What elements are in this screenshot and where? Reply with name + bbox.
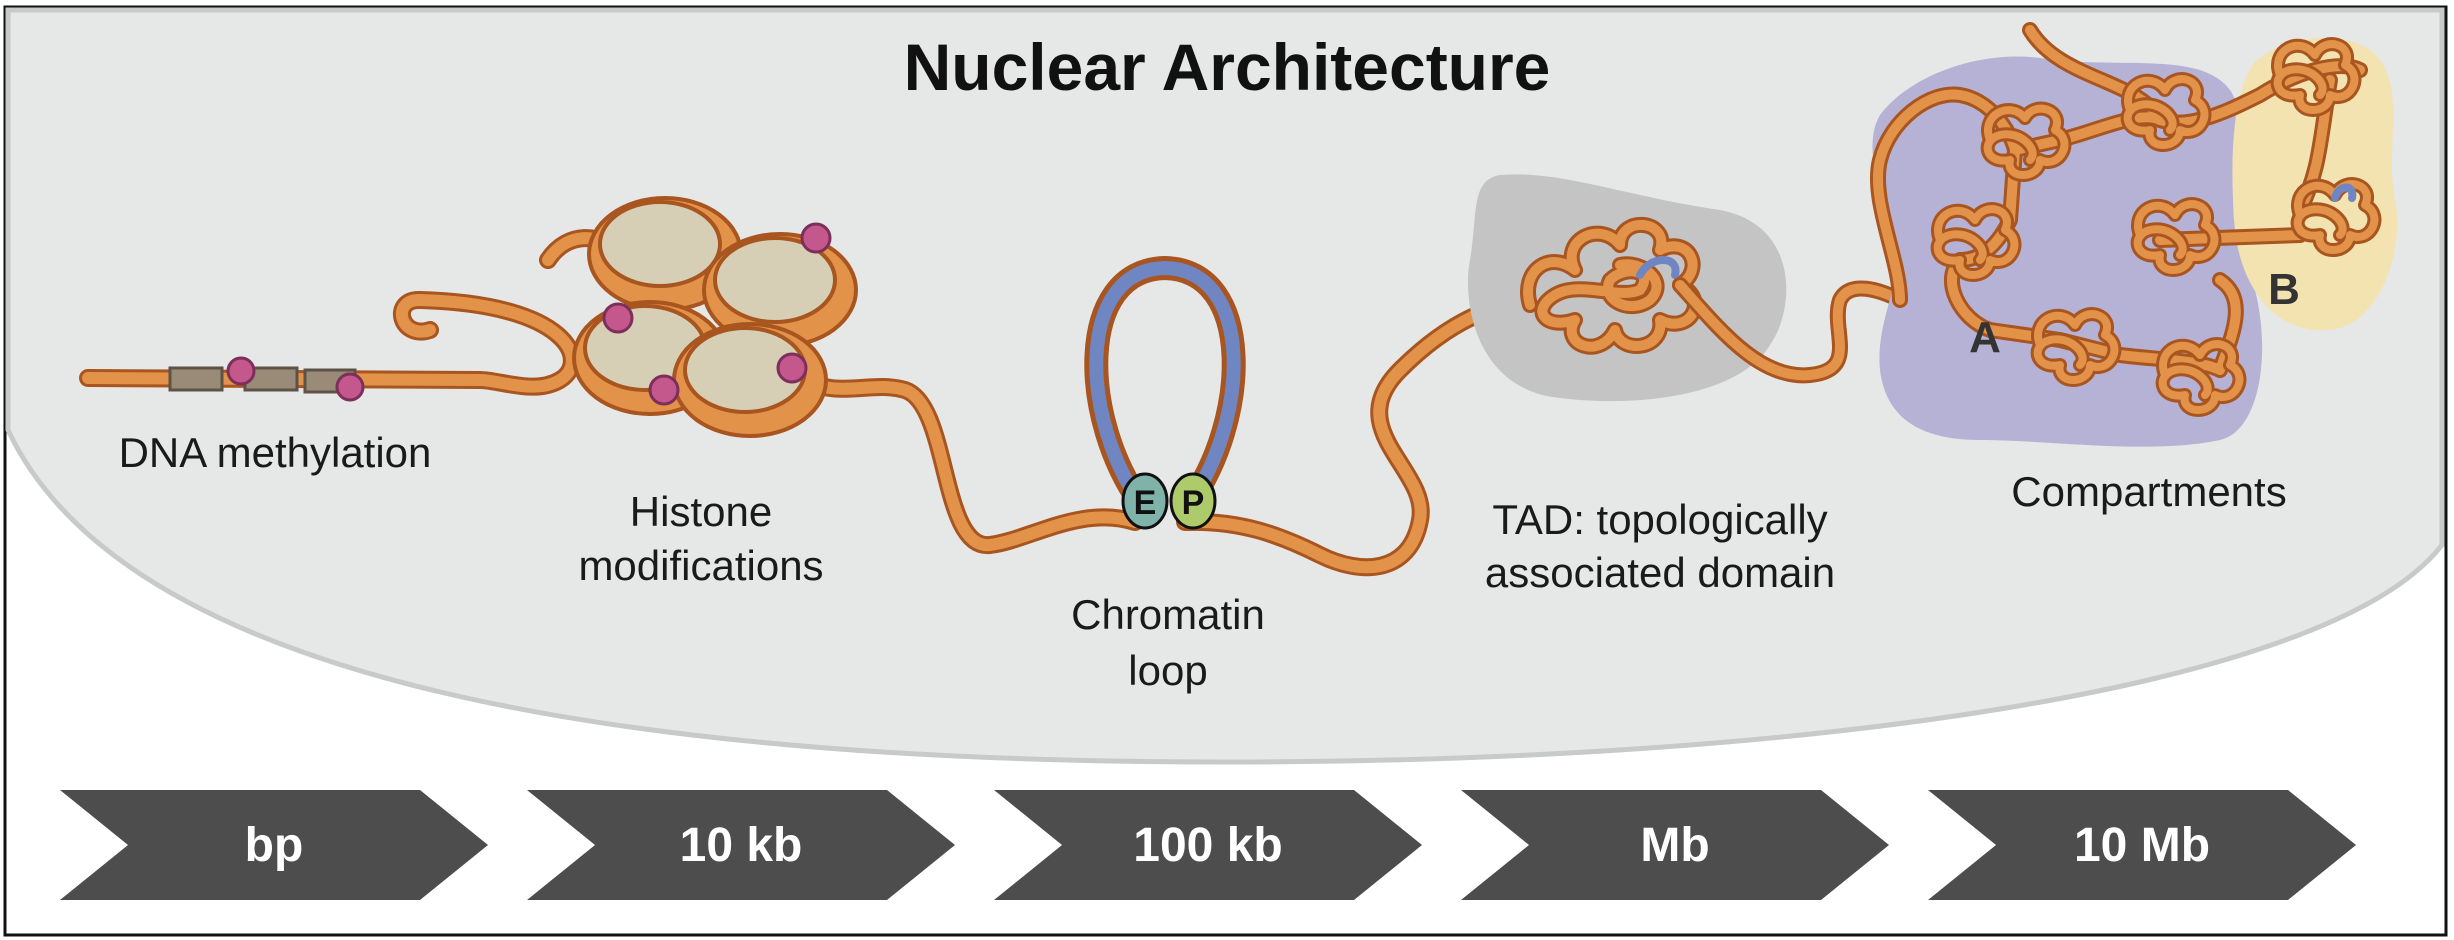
methyl-mark	[226, 356, 256, 386]
nucleosome	[702, 232, 858, 348]
page-title: Nuclear Architecture	[904, 30, 1551, 104]
tad-label: TAD: topologically	[1492, 496, 1827, 543]
chromatin-loop-label: Chromatin	[1071, 591, 1265, 638]
histone-mark	[800, 222, 832, 254]
scale-label: 10 Mb	[2074, 819, 2210, 872]
chromatin-loop-label-line2: loop	[1128, 647, 1207, 694]
histone-modifications-label-line2: modifications	[578, 542, 823, 589]
scale-bar: bp 10 kb 100 kb Mb 10 Mb	[60, 790, 2356, 900]
methyl-mark	[335, 372, 365, 402]
chromatin-loop-illustration: E P	[1084, 255, 1539, 577]
scale-step-bp: bp	[60, 790, 488, 900]
nucleosome	[672, 322, 828, 438]
compartment-b-label: B	[2268, 265, 2300, 314]
enhancer-anchor	[1121, 472, 1169, 530]
tad-label-line2: associated domain	[1485, 549, 1835, 596]
compartment-a-label: A	[1969, 313, 2001, 362]
histone-mark	[602, 302, 634, 334]
scale-step-mb: Mb	[1461, 790, 1889, 900]
promoter-anchor	[1169, 472, 1217, 530]
scale-label: Mb	[1640, 819, 1709, 872]
promoter-label: P	[1182, 484, 1205, 522]
scale-step-10mb: 10 Mb	[1928, 790, 2356, 900]
histone-mark	[648, 374, 680, 406]
scale-label: 100 kb	[1133, 819, 1282, 872]
scale-step-10kb: 10 kb	[527, 790, 955, 900]
scale-label: bp	[245, 819, 304, 872]
compartments-label: Compartments	[2011, 468, 2286, 515]
histone-illustration	[539, 196, 1144, 554]
histone-modifications-label: Histone	[630, 488, 772, 535]
histone-mark	[776, 352, 808, 384]
compartments-illustration: A B	[1869, 22, 2398, 447]
enhancer-label: E	[1134, 484, 1157, 522]
scale-label: 10 kb	[680, 819, 803, 872]
dna-methylation-illustration	[79, 291, 581, 402]
tad-illustration	[1467, 174, 1908, 402]
scale-step-100kb: 100 kb	[994, 790, 1422, 900]
dna-methylation-label: DNA methylation	[119, 429, 432, 476]
